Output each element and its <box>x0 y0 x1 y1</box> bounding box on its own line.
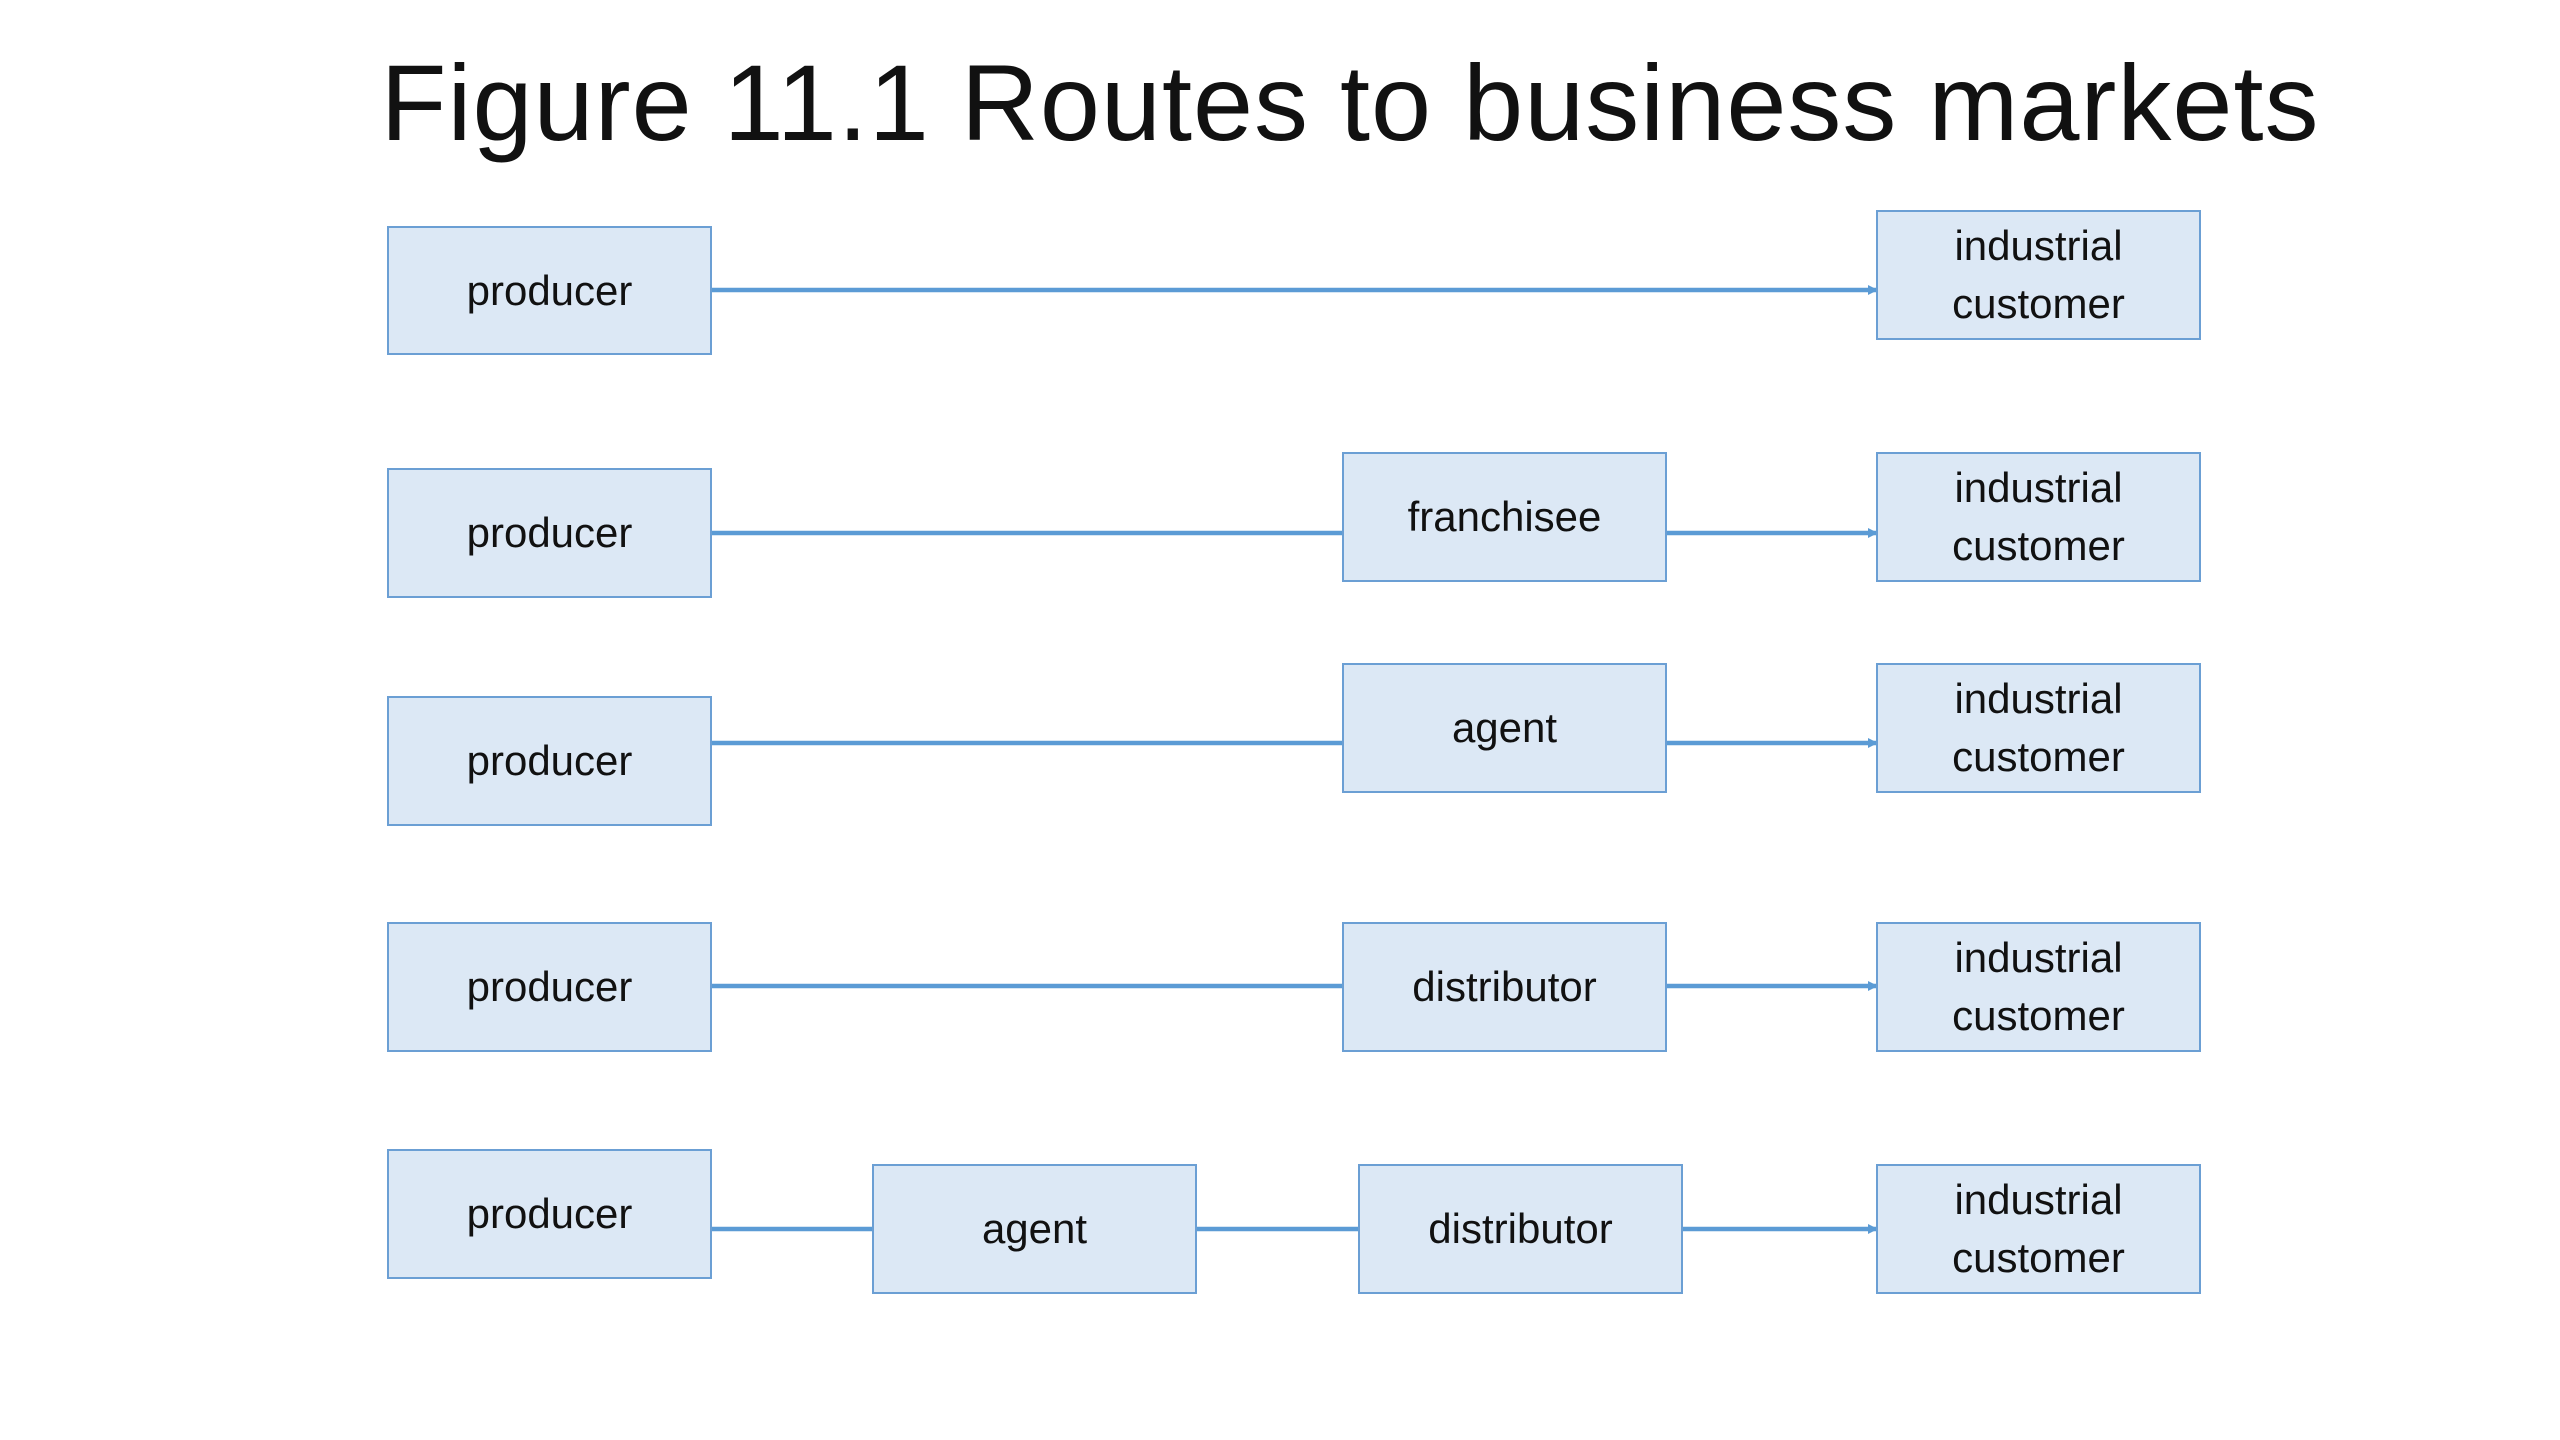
route-2-customer-box: industrial customer <box>1876 452 2201 582</box>
route-2-producer-label: producer <box>466 509 633 556</box>
route-4-customer-label: industrial customer <box>1952 934 2125 1039</box>
route-1-producer-label: producer <box>466 266 633 314</box>
route-5-agent-label: agent <box>981 1205 1088 1252</box>
route-1-customer-box: industrial customer <box>1876 210 2201 340</box>
route-5-agent-box: agent <box>872 1164 1197 1294</box>
route-1-producer-box: producer <box>387 226 712 355</box>
route-2-franchisee-label: franchisee <box>1407 493 1602 540</box>
route-3-producer-label: producer <box>466 737 633 784</box>
route-3-agent-box: agent <box>1342 663 1667 793</box>
route-5-customer-box: industrial customer <box>1876 1164 2201 1294</box>
route-2-franchisee-box: franchisee <box>1342 452 1667 582</box>
route-3-agent-label: agent <box>1451 704 1558 751</box>
route-3-customer-box: industrial customer <box>1876 663 2201 793</box>
route-4-producer-label: producer <box>466 963 633 1010</box>
route-4-distributor-box: distributor <box>1342 922 1667 1052</box>
route-2-producer-box: producer <box>387 468 712 598</box>
route-2-customer-label: industrial customer <box>1952 464 2125 569</box>
route-3-producer-box: producer <box>387 696 712 826</box>
route-1-customer-label: industrial customer <box>1952 222 2125 327</box>
route-5-distributor-label: distributor <box>1428 1205 1613 1252</box>
route-4-distributor-label: distributor <box>1412 963 1597 1010</box>
route-5-producer-box: producer <box>387 1149 712 1279</box>
route-3-customer-label: industrial customer <box>1952 675 2125 780</box>
route-5-customer-label: industrial customer <box>1952 1176 2125 1281</box>
route-4-customer-box: industrial customer <box>1876 922 2201 1052</box>
page-title: Figure 11.1 Routes to business markets <box>380 42 2320 163</box>
route-4-producer-box: producer <box>387 922 712 1052</box>
route-5-producer-label: producer <box>466 1190 633 1237</box>
route-5-distributor-box: distributor <box>1358 1164 1683 1294</box>
